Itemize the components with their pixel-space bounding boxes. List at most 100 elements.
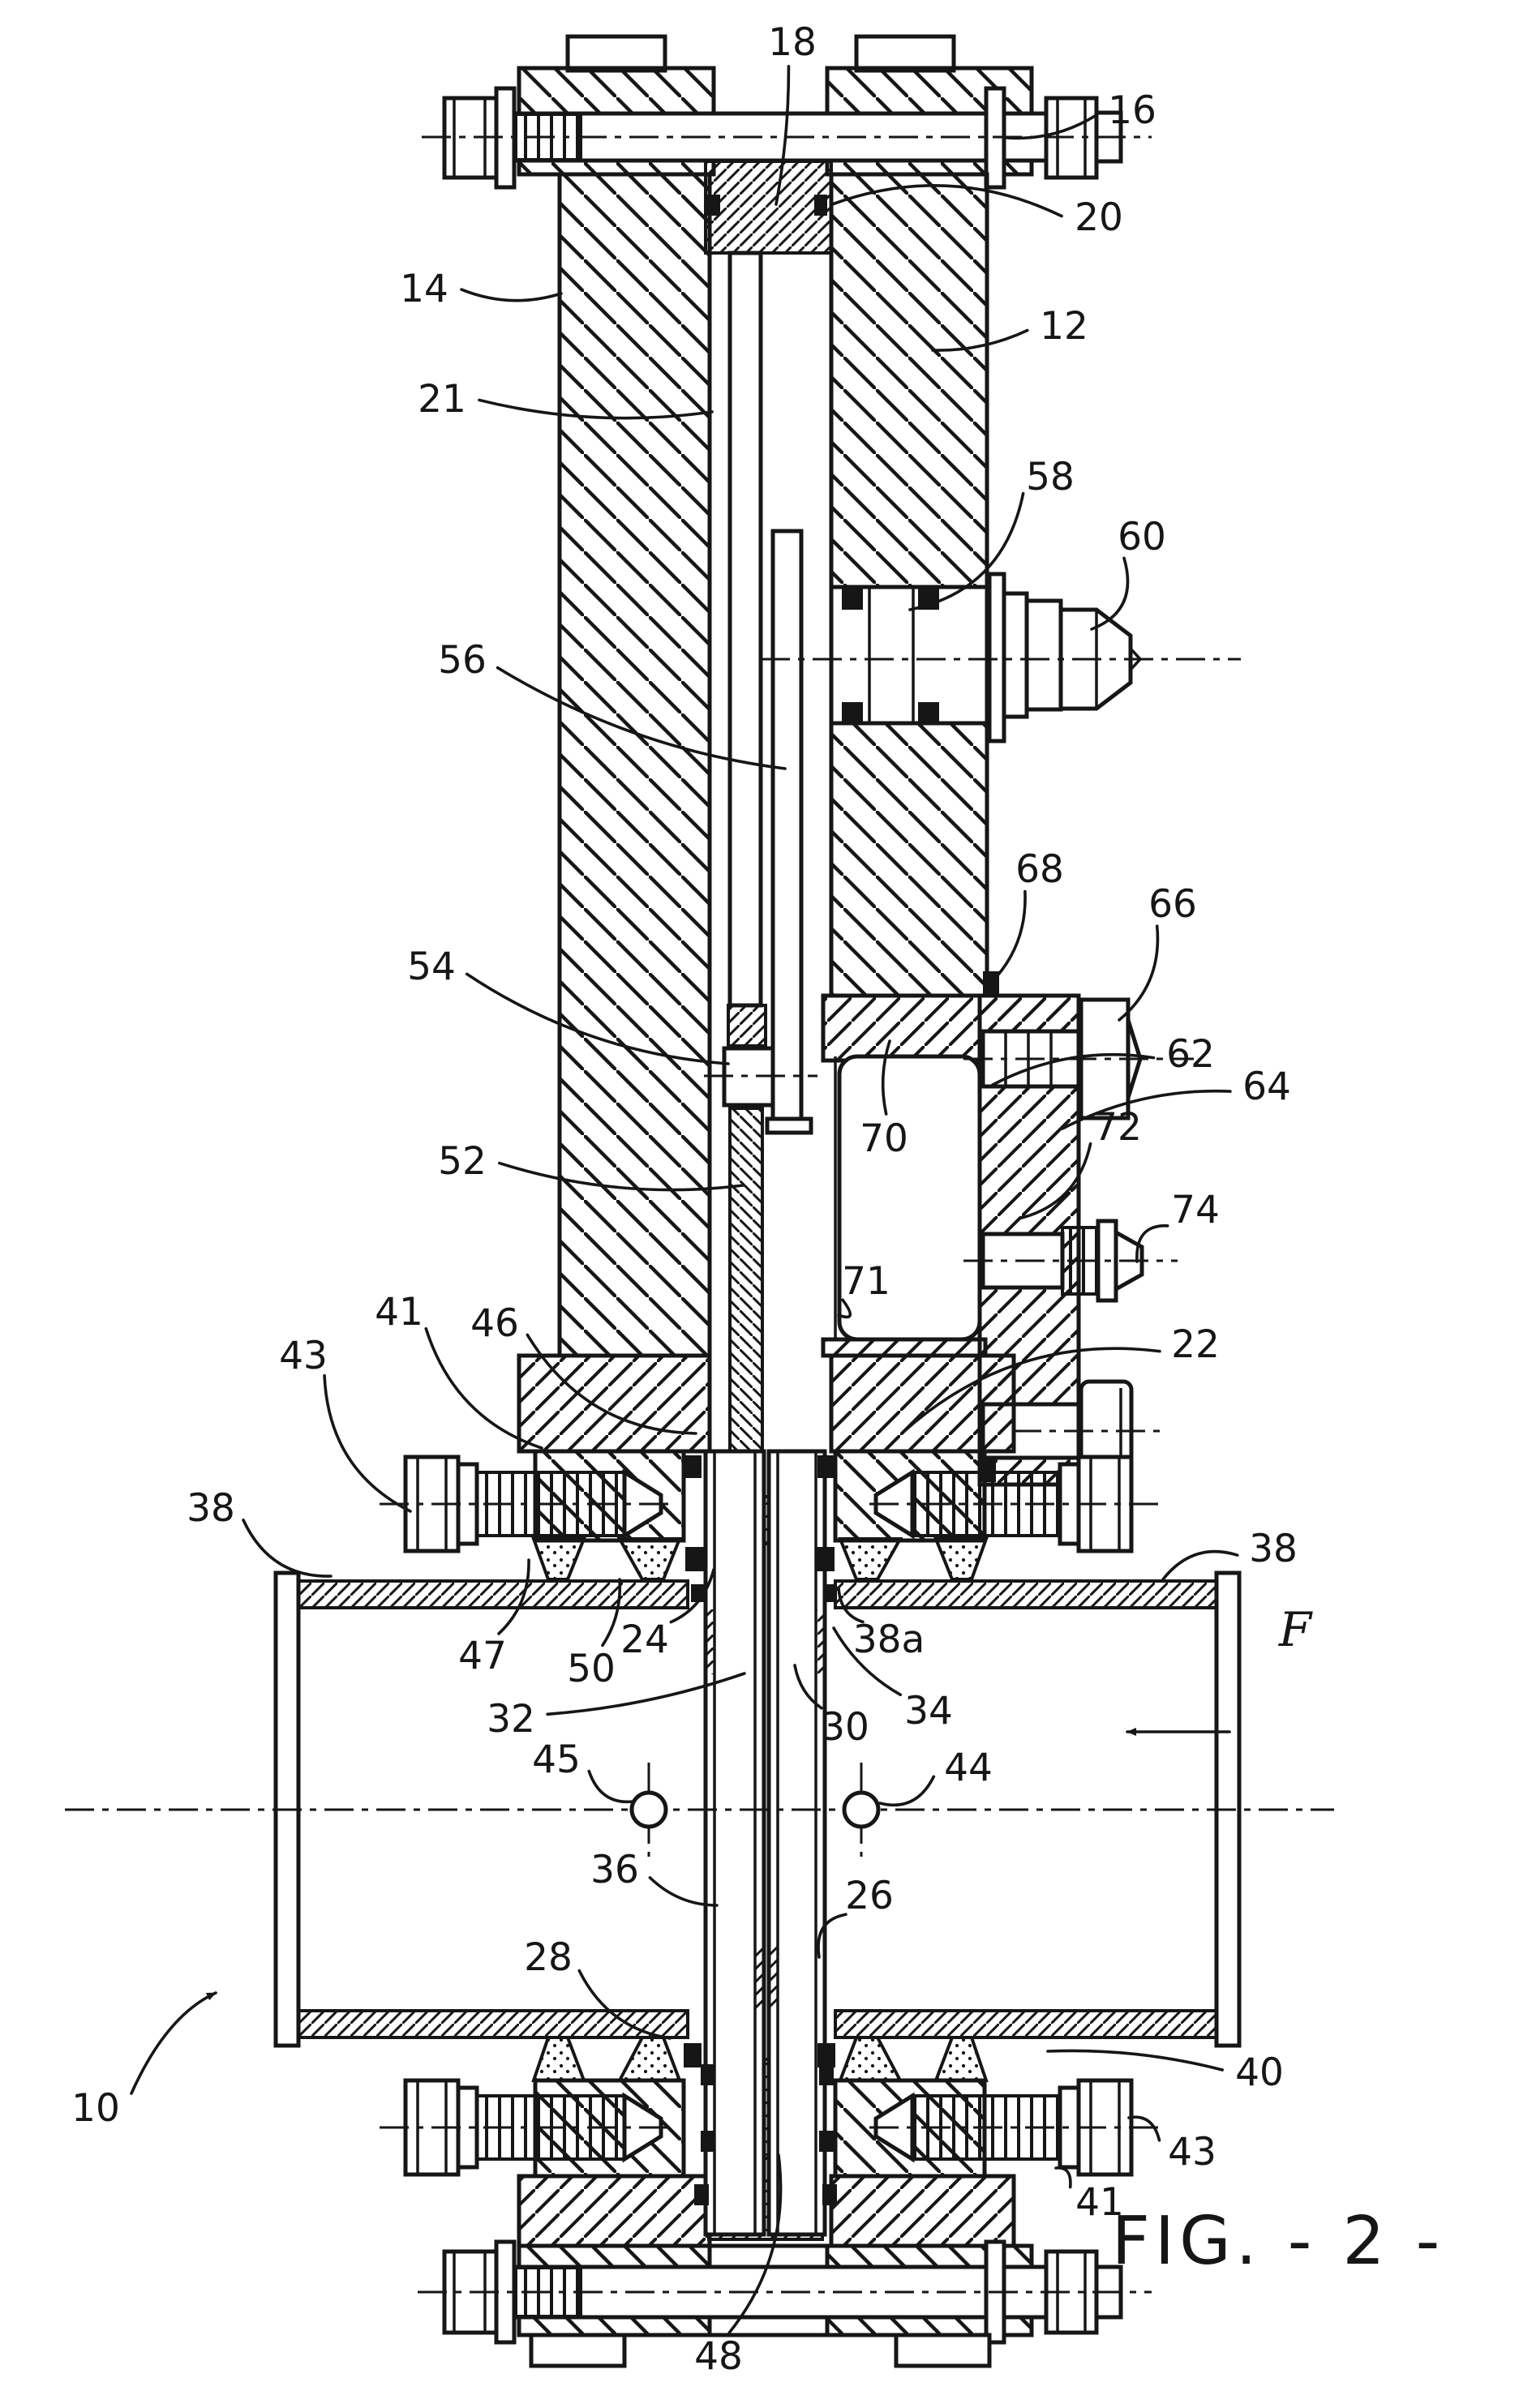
leader-21 xyxy=(478,398,714,420)
leader-50 xyxy=(601,1578,622,1647)
leader-66 xyxy=(1118,924,1160,1022)
leader-44 xyxy=(878,1775,936,1807)
leader-22 xyxy=(902,1347,1161,1433)
ref-label-18: 18 xyxy=(768,20,817,65)
right-column-12-lower xyxy=(829,721,989,998)
ref-label-38: 38 xyxy=(187,1486,235,1531)
leader-68 xyxy=(989,889,1027,984)
ref-label-24: 24 xyxy=(620,1617,669,1662)
leader-70 xyxy=(881,1039,891,1116)
leader-38 xyxy=(1161,1549,1239,1581)
bonnet-block-64 xyxy=(821,993,1144,1487)
leader-14 xyxy=(460,288,563,302)
ref-label-41: 41 xyxy=(375,1290,423,1335)
leader-38 xyxy=(242,1519,333,1578)
ref-label-16: 16 xyxy=(1108,88,1156,133)
collar-54 xyxy=(722,1004,775,1108)
pipe-wall-top-right xyxy=(834,1579,1220,1609)
ref-label-12: 12 xyxy=(1040,304,1088,349)
leader-20 xyxy=(830,184,1063,218)
leader-62 xyxy=(991,1052,1156,1086)
cavity-70 xyxy=(837,1054,982,1342)
leader-16 xyxy=(1006,114,1097,140)
leader-48 xyxy=(727,2153,783,2335)
ref-label-26: 26 xyxy=(845,1874,894,1918)
ref-label-50: 50 xyxy=(567,1647,616,1691)
top-stub-right xyxy=(854,34,956,73)
pipe-wall-bottom-left xyxy=(295,2009,689,2039)
leader-71 xyxy=(837,1298,852,1319)
leader-26 xyxy=(817,1913,847,1959)
ref-label-70: 70 xyxy=(860,1116,908,1161)
leader-54 xyxy=(465,972,730,1065)
pipe-wall-top-left xyxy=(295,1579,689,1609)
ref-label-60: 60 xyxy=(1118,515,1166,559)
leader-56 xyxy=(496,666,787,770)
packing-40 xyxy=(531,2036,586,2082)
ref-label-56: 56 xyxy=(438,638,487,683)
ref-label-54: 54 xyxy=(407,945,456,989)
top-flange-assembly xyxy=(442,34,1123,190)
ref-label-44: 44 xyxy=(944,1746,993,1790)
ref-label-38a: 38a xyxy=(853,1617,925,1662)
flow-direction-label: F xyxy=(1278,1602,1313,1657)
leader-74 xyxy=(1135,1224,1169,1263)
assembly-number-label: 10 xyxy=(71,2086,120,2131)
ref-label-58: 58 xyxy=(1026,455,1075,499)
bottom-flange-assembly xyxy=(442,2239,1123,2368)
leader-43 xyxy=(323,1373,412,1513)
seal-web-left xyxy=(707,195,720,216)
ref-label-46: 46 xyxy=(470,1301,519,1346)
ref-label-34: 34 xyxy=(904,1689,953,1733)
ref-label-40: 40 xyxy=(1235,2050,1284,2095)
leader-41 xyxy=(424,1326,543,1450)
leader-18 xyxy=(775,65,791,206)
ref-label-71: 71 xyxy=(842,1259,890,1304)
ref-label-45: 45 xyxy=(532,1737,581,1782)
spacer-web-18 xyxy=(704,160,833,255)
annotations: FIG. - 2 - F 10 xyxy=(71,1602,1445,2280)
ref-label-74: 74 xyxy=(1171,1188,1220,1232)
leader-72 xyxy=(1020,1142,1092,1219)
leader-46 xyxy=(526,1333,697,1435)
leader-12 xyxy=(931,328,1029,352)
leader-28 xyxy=(577,1969,672,2040)
ref-label-32: 32 xyxy=(487,1697,535,1742)
bottom-gland-flange-left xyxy=(517,2174,712,2248)
left-column-14 xyxy=(557,172,712,1358)
leader-43 xyxy=(1127,2115,1161,2142)
leader-40 xyxy=(1046,2049,1225,2072)
ref-label-14: 14 xyxy=(400,267,448,311)
ref-label-28: 28 xyxy=(524,1935,573,1980)
gland-flange-left xyxy=(517,1353,712,1454)
lower-stem-52 xyxy=(728,1107,764,1453)
pipe-wall-bottom-right xyxy=(834,2009,1220,2039)
leader-64 xyxy=(1061,1089,1232,1130)
leader-45 xyxy=(587,1769,634,1804)
leader-30 xyxy=(793,1664,823,1710)
figure-caption: FIG. - 2 - xyxy=(1112,2203,1445,2280)
leader-38a xyxy=(837,1586,865,1624)
bottom-tab-right xyxy=(894,2333,992,2368)
ref-label-43: 43 xyxy=(1168,2130,1216,2174)
stem-rod-upper xyxy=(727,251,763,1008)
bottom-gland-flange-right xyxy=(829,2174,1016,2248)
leader-41 xyxy=(1054,2166,1072,2189)
ref-label-62: 62 xyxy=(1166,1032,1215,1077)
ref-label-30: 30 xyxy=(821,1705,869,1750)
ref-label-21: 21 xyxy=(418,377,466,422)
actuator-plate-56 xyxy=(770,529,804,1121)
ref-label-22: 22 xyxy=(1171,1322,1220,1367)
seal-20 xyxy=(814,195,827,216)
leader-58 xyxy=(908,491,1025,611)
packing-47 xyxy=(531,1537,586,1581)
side-port-assembly xyxy=(829,572,1143,743)
marker-45 xyxy=(629,1790,668,1829)
leader-60 xyxy=(1090,556,1130,631)
leader-52 xyxy=(498,1161,744,1192)
ref-label-43: 43 xyxy=(279,1334,328,1378)
leader-24 xyxy=(669,1568,715,1624)
gland-flange-right xyxy=(829,1353,1016,1454)
